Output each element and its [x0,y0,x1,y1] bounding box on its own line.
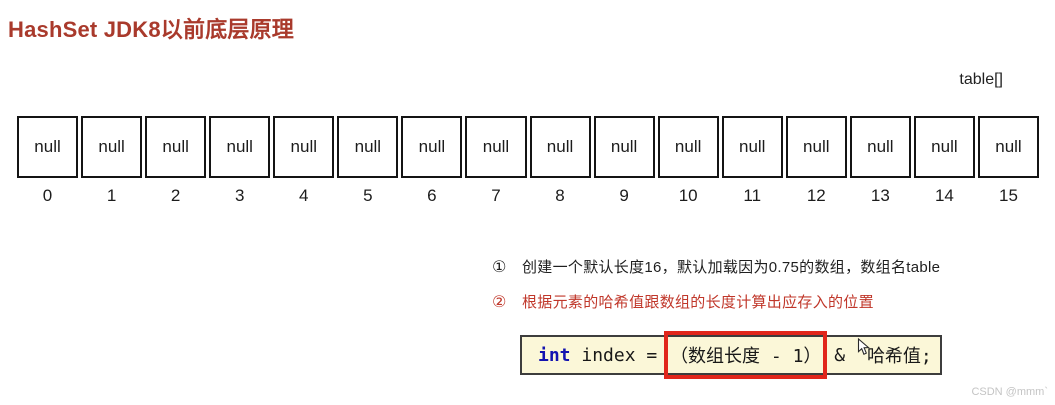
array-cell: null [273,116,335,178]
array-index-label: 13 [870,186,890,205]
array-cell: null [145,116,207,178]
array-cell: null [657,116,719,178]
array-name-label: table[] [959,71,1003,88]
array-index-label: 15 [999,186,1018,205]
array-index-label: 7 [491,186,501,205]
array-index-label: 14 [934,186,954,205]
array-cell: null [849,116,911,178]
step-text: 根据元素的哈希值跟数组的长度计算出应存入的位置 [522,294,874,311]
array-index-label: 5 [363,186,373,205]
step-marker: ② [492,294,507,311]
array-index-label: 3 [234,186,245,205]
step-item: ① 创建一个默认长度16，默认加载因为0.75的数组，数组名table [492,258,940,277]
array-index-label: 9 [619,186,629,205]
array-cell: null [593,116,655,178]
array-index-label: 12 [806,186,826,205]
page-title: HashSet JDK8以前底层原理 [8,17,294,42]
array-cell: null [977,116,1039,178]
array-cell: null [209,116,271,178]
array-index-label: 1 [106,186,117,205]
array-cell: null [465,116,527,178]
array-index-label: 0 [42,186,53,205]
array-index-label: 11 [743,186,762,205]
array-cell: null [17,116,79,178]
array-cell: null [721,116,783,178]
array-cell: null [913,116,975,178]
array-cell: null [785,116,847,178]
mouse-cursor-icon [857,338,870,355]
code-pre-text: index = [570,344,669,366]
code-highlight-text: （数组长度 - 1） [670,346,822,367]
watermark: CSDN @mmm` [971,386,1048,398]
code-highlight: （数组长度 - 1） [664,331,828,379]
code-post-text: 哈希值; [866,346,932,367]
code-keyword: int [538,344,571,366]
code-box: int index = （数组长度 - 1） & 哈希值; [520,331,942,379]
step-marker: ① [492,259,507,276]
array-cell: null [337,116,399,178]
step-item: ② 根据元素的哈希值跟数组的长度计算出应存入的位置 [492,293,940,312]
array-index-label: 6 [427,186,437,205]
steps-list: ① 创建一个默认长度16，默认加载因为0.75的数组，数组名table ② 根据元素的… [492,258,940,328]
array-cell: null [529,116,591,178]
array-index-label: 8 [555,186,565,205]
array-index-label: 4 [299,186,309,205]
step-text: 创建一个默认长度16，默认加载因为0.75的数组，数组名table [522,259,941,276]
array-index-label: 10 [678,186,698,205]
array-cell: null [401,116,463,178]
array-index-label: 2 [170,186,181,205]
code-mid-text: & [823,344,856,366]
array-cell: null [81,116,143,178]
